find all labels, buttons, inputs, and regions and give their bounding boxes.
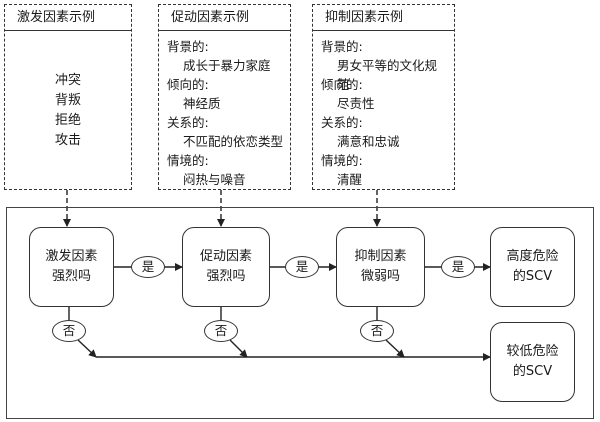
low-risk-node: 较低危险 的SCV xyxy=(490,322,575,402)
driving-examples-box: 促动因素示例 背景的: 成长于暴力家庭 倾向的: 神经质 关系的: 不匹配的依恋… xyxy=(158,4,291,190)
section-label: 背景的: xyxy=(321,39,363,54)
driving-strong-node: 促动因素 强烈吗 xyxy=(182,227,270,307)
section-value: 满意和忠诚 xyxy=(337,134,400,149)
no-diag-3 xyxy=(385,339,405,358)
no-label: 否 xyxy=(360,320,394,342)
section-value: 清醒 xyxy=(337,172,363,187)
provoking-examples-title: 激发因素示例 xyxy=(5,5,131,31)
inhibiting-examples-title: 抑制因素示例 xyxy=(313,5,454,31)
inhibiting-examples-sections: 背景的: 男女平等的文化规范 倾向的: 尽责性 关系的: 满意和忠诚 情境的: … xyxy=(321,37,448,189)
no-label: 否 xyxy=(52,320,86,342)
no-diag-1 xyxy=(77,339,97,358)
node-line: 较低危险 xyxy=(506,344,559,359)
node-line: 微弱吗 xyxy=(360,269,400,284)
provoking-strong-node: 激发因素 强烈吗 xyxy=(29,227,114,307)
section-value: 成长于暴力家庭 xyxy=(183,58,271,73)
node-line: 的SCV xyxy=(512,269,553,284)
node-line: 强烈吗 xyxy=(51,269,91,284)
section-label: 关系的: xyxy=(167,115,209,130)
driving-examples-title: 促动因素示例 xyxy=(159,5,290,31)
section-label: 倾向的: xyxy=(321,77,363,92)
list-item: 攻击 xyxy=(54,133,81,148)
provoking-examples-box: 激发因素示例 冲突 背叛 拒绝 攻击 xyxy=(4,4,132,190)
node-line: 高度危险 xyxy=(506,249,559,264)
no-label: 否 xyxy=(204,320,238,342)
list-item: 冲突 xyxy=(54,73,81,88)
section-value: 闷热与噪音 xyxy=(183,172,246,187)
section-value: 不匹配的依恋类型 xyxy=(183,134,284,149)
node-line: 强烈吗 xyxy=(206,269,246,284)
high-risk-node: 高度危险 的SCV xyxy=(490,227,575,307)
flowchart-frame xyxy=(6,207,594,419)
list-item: 拒绝 xyxy=(54,113,81,128)
node-line: 激发因素 xyxy=(45,249,98,264)
section-value: 尽责性 xyxy=(337,96,375,111)
driving-examples-sections: 背景的: 成长于暴力家庭 倾向的: 神经质 关系的: 不匹配的依恋类型 情境的:… xyxy=(167,37,284,189)
yes-label: 是 xyxy=(131,256,165,278)
section-label: 情境的: xyxy=(167,153,209,168)
inhibiting-weak-node: 抑制因素 微弱吗 xyxy=(336,227,425,307)
section-label: 倾向的: xyxy=(167,77,209,92)
inhibiting-examples-box: 抑制因素示例 背景的: 男女平等的文化规范 倾向的: 尽责性 关系的: 满意和忠… xyxy=(312,4,455,190)
section-label: 情境的: xyxy=(321,153,363,168)
yes-label: 是 xyxy=(285,256,319,278)
list-item: 背叛 xyxy=(54,93,81,108)
section-value: 男女平等的文化规范 xyxy=(337,58,438,92)
yes-label: 是 xyxy=(441,256,475,278)
section-label: 背景的: xyxy=(167,39,209,54)
section-value: 神经质 xyxy=(183,96,221,111)
section-label: 关系的: xyxy=(321,115,363,130)
node-line: 的SCV xyxy=(512,364,553,379)
provoking-examples-list: 冲突 背叛 拒绝 攻击 xyxy=(5,71,131,151)
node-line: 抑制因素 xyxy=(354,249,407,264)
no-diag-2 xyxy=(229,339,248,358)
node-line: 促动因素 xyxy=(199,249,252,264)
